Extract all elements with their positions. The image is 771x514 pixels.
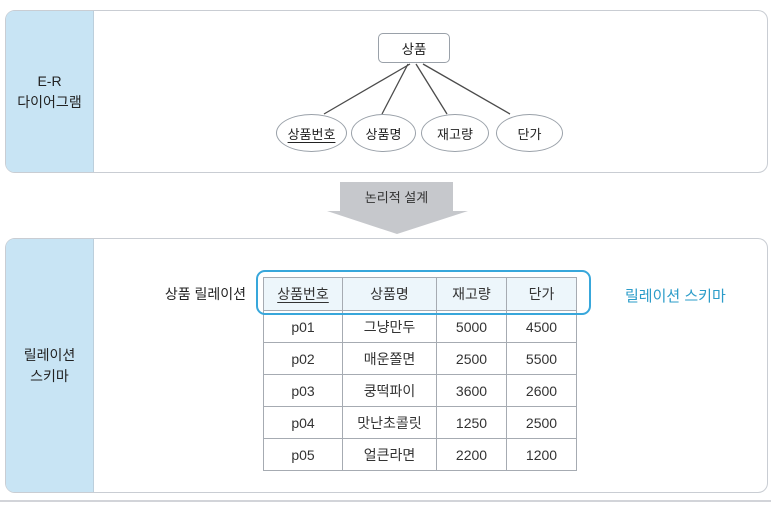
bottom-divider-rule [0, 500, 771, 502]
cell-product-no: p04 [263, 406, 343, 439]
attribute-oval-price: 단가 [496, 114, 563, 152]
attribute-oval-product-no: 상품번호 [276, 114, 347, 152]
attribute-label: 재고량 [437, 126, 473, 142]
cell-product-no: p02 [263, 342, 343, 375]
table-row: p03 쿵떡파이 3600 2600 [263, 374, 577, 407]
attribute-oval-product-name: 상품명 [351, 114, 416, 152]
cell-stock: 3600 [436, 374, 507, 407]
er-panel-sidebar: E-R 다이어그램 [6, 11, 94, 172]
cell-product-no: p01 [263, 310, 343, 343]
cell-product-no: p03 [263, 374, 343, 407]
cell-stock: 5000 [436, 310, 507, 343]
relation-title: 상품 릴레이션 [164, 286, 246, 302]
attribute-oval-stock: 재고량 [421, 114, 489, 152]
table-row: p02 매운쫄면 2500 5500 [263, 342, 577, 375]
cell-price: 2500 [506, 406, 577, 439]
table-row: p05 얼큰라면 2200 1200 [263, 438, 577, 471]
relation-sidebar-label-line2: 스키마 [30, 367, 69, 384]
er-sidebar-label-line1: E-R [37, 72, 62, 89]
cell-product-no: p05 [263, 438, 343, 471]
cell-product-name: 그냥만두 [342, 310, 437, 343]
cell-product-name: 맛난초콜릿 [342, 406, 437, 439]
cell-price: 4500 [506, 310, 577, 343]
cell-price: 5500 [506, 342, 577, 375]
attribute-label: 상품번호 [287, 126, 336, 142]
attribute-label: 상품명 [365, 126, 402, 142]
schema-callout-label: 릴레이션 스키마 [625, 288, 726, 305]
entity-product-box: 상품 [378, 33, 450, 63]
column-header-price: 단가 [506, 277, 577, 311]
cell-price: 2600 [506, 374, 577, 407]
table-row: p01 그냥만두 5000 4500 [263, 310, 577, 343]
cell-product-name: 쿵떡파이 [342, 374, 437, 407]
cell-stock: 1250 [436, 406, 507, 439]
column-header-product-name: 상품명 [342, 277, 437, 311]
table-row: p04 맛난초콜릿 1250 2500 [263, 406, 577, 439]
relation-sidebar-label-line1: 릴레이션 [23, 346, 76, 363]
attribute-label: 단가 [517, 126, 542, 142]
column-header-product-no: 상품번호 [263, 277, 343, 311]
relation-panel-sidebar: 릴레이션 스키마 [6, 239, 94, 492]
relation-table: 상품번호 상품명 재고량 단가 p01 그냥만두 5000 4500 p02 매… [263, 277, 577, 471]
cell-price: 1200 [506, 438, 577, 471]
entity-label: 상품 [401, 42, 427, 57]
cell-product-name: 얼큰라면 [342, 438, 437, 471]
table-header-row: 상품번호 상품명 재고량 단가 [263, 277, 577, 311]
column-header-stock: 재고량 [436, 277, 507, 311]
logical-design-arrow-label: 논리적 설계 [364, 190, 429, 205]
cell-stock: 2200 [436, 438, 507, 471]
cell-product-name: 매운쫄면 [342, 342, 437, 375]
er-sidebar-label-line2: 다이어그램 [17, 93, 82, 110]
cell-stock: 2500 [436, 342, 507, 375]
